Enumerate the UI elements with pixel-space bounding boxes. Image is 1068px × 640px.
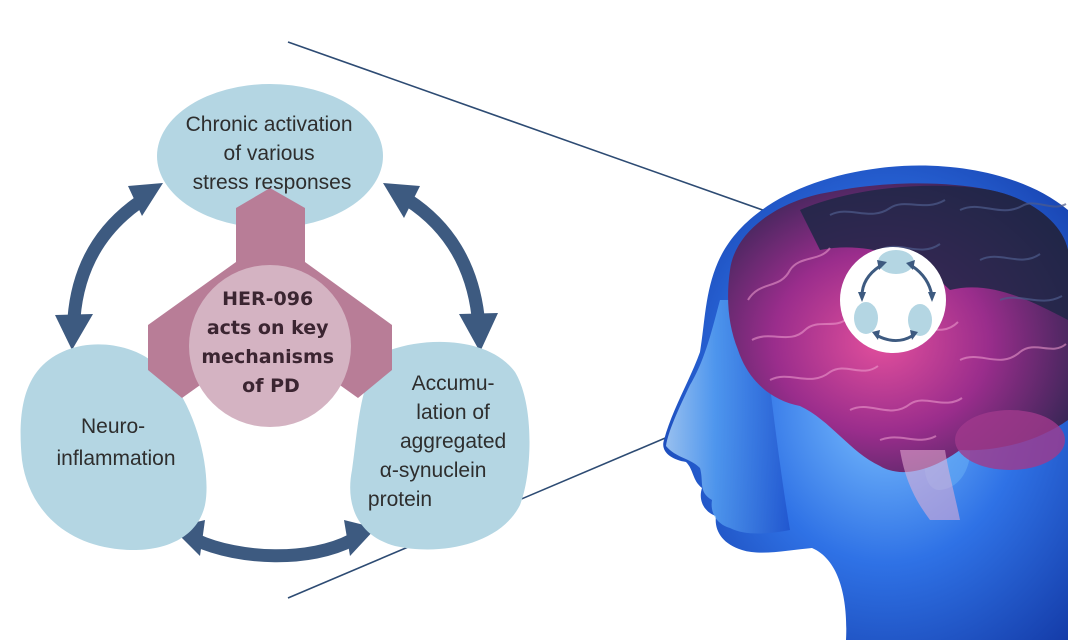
- arrows: [55, 183, 498, 563]
- cycle-arrows-icon: [854, 250, 936, 342]
- node-stress-label: Chronic activation of various stress res…: [186, 113, 359, 194]
- brain-folds: [747, 247, 1067, 441]
- node-stress-line-1: Chronic activation: [186, 113, 353, 136]
- node-syn-line-2: lation of: [416, 401, 490, 424]
- cerebellum: [955, 410, 1065, 470]
- node-stress-line-2: of various: [224, 142, 315, 165]
- node-synuclein: [350, 341, 530, 550]
- node-neuro-line-1: Neuro-: [81, 415, 145, 438]
- node-neuro-line-2: inflammation: [56, 447, 175, 470]
- node-stress-responses: [157, 84, 383, 228]
- node-syn-line-3: aggregated: [400, 430, 506, 453]
- arrow-stress-synuclein: [404, 194, 485, 317]
- node-syn-line-4: α-synuclein: [380, 459, 487, 482]
- center-line-4: of PD: [242, 375, 300, 397]
- node-syn-line-5: protein: [368, 488, 432, 511]
- brain-stem: [900, 450, 960, 520]
- center-line-3: mechanisms: [201, 346, 334, 368]
- center-line-2: acts on key: [207, 317, 329, 339]
- node-synuclein-label: Accumu- lation of aggregated α-synuclein…: [368, 372, 512, 511]
- node-neuroinflammation: [20, 344, 207, 551]
- arrow-neuroinflammation-synuclein: [193, 534, 356, 563]
- center-line-1: HER-096: [222, 288, 313, 310]
- node-syn-line-1: Accumu-: [412, 372, 495, 395]
- center-text: HER-096 acts on key mechanisms of PD: [201, 288, 340, 397]
- head-illustration: [663, 165, 1068, 640]
- node-stress-line-3: stress responses: [193, 171, 352, 194]
- center-circle: [189, 265, 351, 427]
- node-neuroinflammation-label: Neuro- inflammation: [56, 415, 175, 470]
- brain-dark-top: [800, 185, 1068, 320]
- arrow-stress-neuroinflammation: [67, 197, 142, 319]
- brain-folds-dark: [829, 199, 1067, 302]
